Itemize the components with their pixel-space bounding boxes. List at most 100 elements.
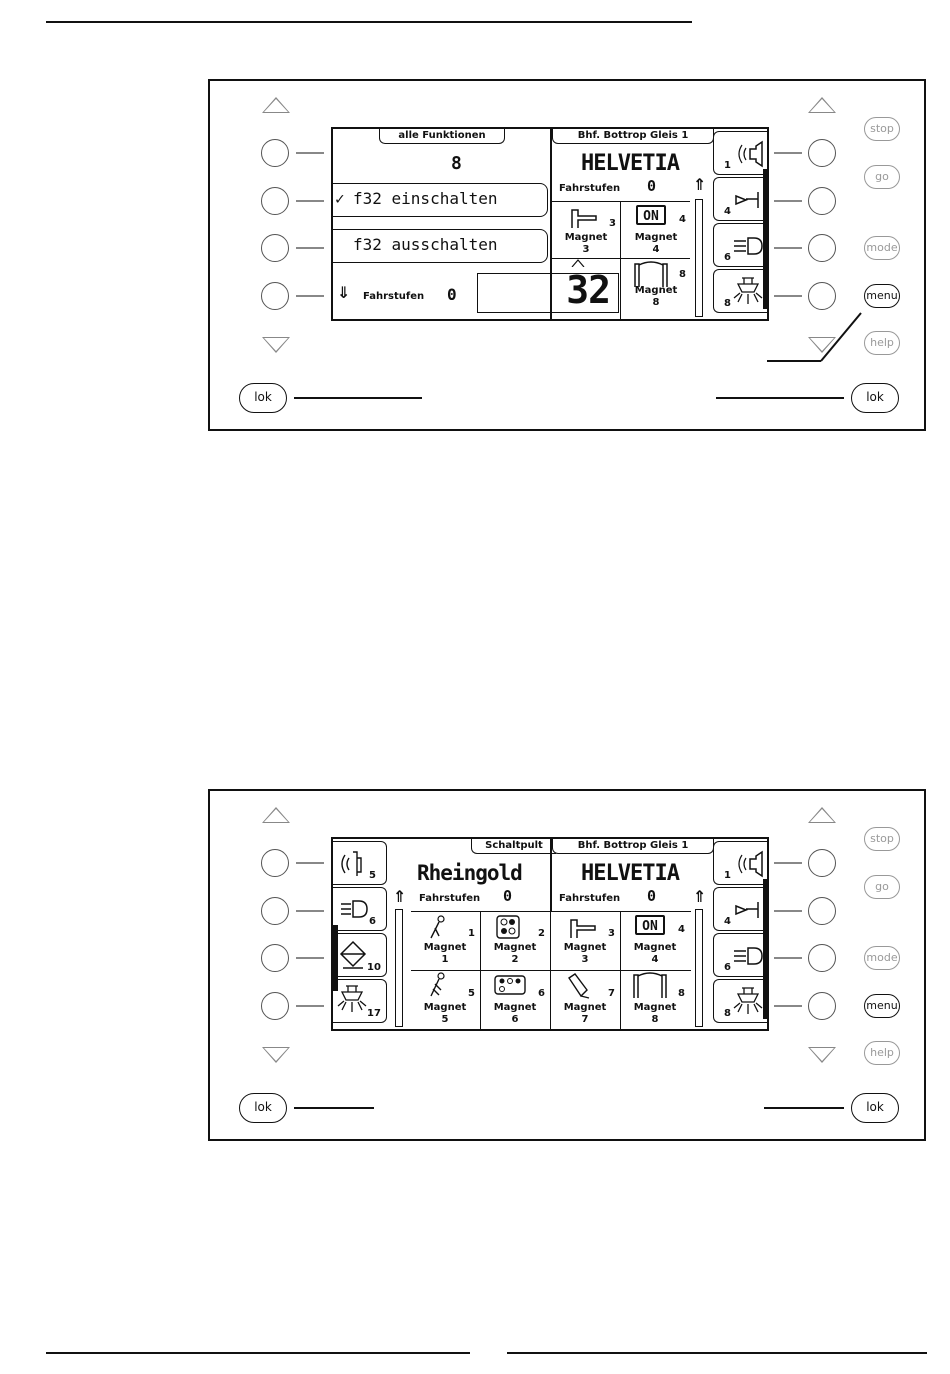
left-knob-3-lead xyxy=(296,957,324,959)
right-knob-3-lead xyxy=(774,247,802,249)
help-button[interactable]: help xyxy=(864,331,900,355)
left-knob-1-lead xyxy=(296,862,324,864)
left-knob-2[interactable] xyxy=(261,187,289,215)
right-knob-1[interactable] xyxy=(808,849,836,877)
right-knob-4[interactable] xyxy=(808,992,836,1020)
lok-right-button[interactable]: lok xyxy=(851,1093,899,1123)
cell-number: 7 xyxy=(608,988,615,999)
big-value: 32 xyxy=(566,268,611,312)
footer-rule-right xyxy=(507,1352,927,1354)
function-tab-6[interactable]: 6 xyxy=(713,933,767,977)
lok-left-lead xyxy=(294,397,422,399)
right-scrollbar[interactable] xyxy=(695,909,703,1027)
left-up-arrow-button[interactable] xyxy=(262,97,290,113)
cell-label: Magnet xyxy=(423,1002,467,1013)
up-arrow-icon: ⇑ xyxy=(693,175,707,194)
function-tab-1[interactable]: 1 xyxy=(713,841,767,885)
right-knob-1[interactable] xyxy=(808,139,836,167)
accessory-cell-partial[interactable] xyxy=(552,259,620,315)
cell-number: 2 xyxy=(538,928,545,939)
option-f32-on[interactable]: ✓ f32 einschalten xyxy=(333,183,548,217)
left-scrollbar[interactable] xyxy=(395,909,403,1027)
right-knob-2[interactable] xyxy=(808,897,836,925)
footer-rule-left xyxy=(46,1352,470,1354)
lok-left-button[interactable]: lok xyxy=(239,383,287,413)
left-down-arrow-button[interactable] xyxy=(262,1047,290,1063)
left-knob-2[interactable] xyxy=(261,897,289,925)
big-value-field[interactable]: 32 xyxy=(477,268,619,313)
right-tab-scroll xyxy=(763,169,767,309)
right-knob-1-lead xyxy=(774,152,802,154)
right-knob-1-lead xyxy=(774,862,802,864)
headlight-icon xyxy=(341,900,368,918)
lok-left-button[interactable]: lok xyxy=(239,1093,287,1123)
mode-button[interactable]: mode xyxy=(864,236,900,260)
right-speed-value: 0 xyxy=(647,177,657,195)
go-button[interactable]: go xyxy=(864,165,900,189)
function-tab-5[interactable]: 5 xyxy=(333,841,387,885)
help-button[interactable]: help xyxy=(864,1041,900,1065)
right-up-arrow-button[interactable] xyxy=(808,97,836,113)
function-tab-6[interactable]: 6 xyxy=(333,887,387,931)
left-knob-1[interactable] xyxy=(261,849,289,877)
cell-label: Magnet xyxy=(564,232,608,243)
cell-number: 3 xyxy=(609,218,616,229)
right-knob-3[interactable] xyxy=(808,944,836,972)
right-tab-title: Bhf. Bottrop Gleis 1 xyxy=(552,839,714,854)
left-tab-title: alle Funktionen xyxy=(379,129,505,144)
function-tab-1[interactable]: 1 xyxy=(713,131,767,175)
left-down-arrow-button[interactable] xyxy=(262,337,290,353)
cell-number: 3 xyxy=(608,928,615,939)
function-tab-4[interactable]: 4 xyxy=(713,177,767,221)
right-knob-4[interactable] xyxy=(808,282,836,310)
menu-button[interactable]: menu xyxy=(864,284,900,308)
horn-icon xyxy=(735,192,759,208)
right-scrollbar[interactable] xyxy=(695,199,703,317)
right-down-arrow-button[interactable] xyxy=(808,337,836,353)
function-tab-4[interactable]: 4 xyxy=(713,887,767,931)
tab-number: 8 xyxy=(724,298,731,309)
lok-left-lead xyxy=(294,1107,374,1109)
right-down-arrow-button[interactable] xyxy=(808,1047,836,1063)
function-tab-8[interactable]: 8 xyxy=(713,979,767,1023)
left-knob-4[interactable] xyxy=(261,282,289,310)
right-up-arrow-button[interactable] xyxy=(808,807,836,823)
lcd-screen-2: 5 6 10 17 ⇑ Schaltpult Rheingold Fahrstu… xyxy=(331,837,769,1031)
right-knob-2[interactable] xyxy=(808,187,836,215)
tab-number: 17 xyxy=(367,1008,381,1019)
left-knob-1[interactable] xyxy=(261,139,289,167)
menu-button[interactable]: menu xyxy=(864,994,900,1018)
option-f32-off[interactable]: f32 ausschalten xyxy=(333,229,548,263)
function-tab-6[interactable]: 6 xyxy=(713,223,767,267)
mode-button[interactable]: mode xyxy=(864,946,900,970)
tab-number: 1 xyxy=(724,870,731,881)
left-up-arrow-button[interactable] xyxy=(262,807,290,823)
cell-sub: 8 xyxy=(651,1014,659,1025)
device-panel-1: stop go mode menu help lok lok alle Funk… xyxy=(208,79,926,431)
lok-right-lead xyxy=(764,1107,844,1109)
function-tab-10[interactable]: 10 xyxy=(333,933,387,977)
stop-button[interactable]: stop xyxy=(864,117,900,141)
tab-number: 4 xyxy=(724,206,731,217)
function-tab-17[interactable]: 17 xyxy=(333,979,387,1023)
function-tab-8[interactable]: 8 xyxy=(713,269,767,313)
left-knob-4[interactable] xyxy=(261,992,289,1020)
left-knob-3[interactable] xyxy=(261,944,289,972)
left-knob-3[interactable] xyxy=(261,234,289,262)
cell-sub: 2 xyxy=(511,954,519,965)
go-button[interactable]: go xyxy=(864,875,900,899)
stop-button[interactable]: stop xyxy=(864,827,900,851)
lok-right-button[interactable]: lok xyxy=(851,383,899,413)
right-knob-3[interactable] xyxy=(808,234,836,262)
